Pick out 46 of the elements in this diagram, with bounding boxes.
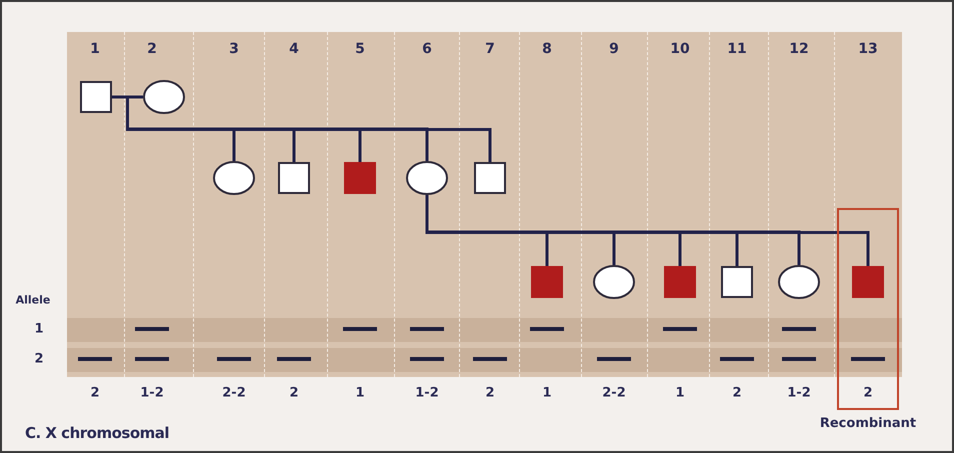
column-number: 2 (147, 41, 157, 57)
column-number: 8 (542, 41, 552, 57)
filled-square-symbol (531, 266, 563, 298)
column-number: 1 (90, 41, 100, 57)
genotype-label: 1-2 (140, 386, 164, 400)
column-number: 6 (422, 41, 432, 57)
column-number: 7 (485, 41, 495, 57)
genotype-label: 1 (355, 386, 365, 400)
column-number: 13 (858, 41, 878, 57)
genotype-label: 2 (732, 386, 742, 400)
square-symbol (721, 266, 753, 298)
allele-number: 1 (34, 322, 44, 336)
genotype-label: 2 (863, 386, 873, 400)
column-number: 12 (789, 41, 809, 57)
square-symbol (474, 162, 506, 194)
genotype-label: 2 (485, 386, 495, 400)
circle-symbol (406, 161, 448, 195)
allele-number: 2 (34, 352, 44, 366)
genotype-label: 2 (90, 386, 100, 400)
genotype-label: 1-2 (787, 386, 811, 400)
column-number: 11 (727, 41, 747, 57)
frame-caption: Recombinant (820, 416, 916, 431)
filled-square-symbol (344, 162, 376, 194)
filled-square-symbol (664, 266, 696, 298)
column-number: 9 (609, 41, 619, 57)
column-number: 3 (229, 41, 239, 57)
circle-symbol (593, 265, 635, 299)
column-number: 4 (289, 41, 299, 57)
column-number: 5 (355, 41, 365, 57)
genotype-label: 2-2 (602, 386, 626, 400)
circle-symbol (778, 265, 820, 299)
genotype-label: 2-2 (222, 386, 246, 400)
square-symbol (80, 81, 112, 113)
genotype-label: 2 (289, 386, 299, 400)
circle-symbol (213, 161, 255, 195)
square-symbol (278, 162, 310, 194)
pedigree-line (126, 97, 492, 162)
panel-caption: C. X chromosomal (24, 424, 170, 442)
circle-symbol (143, 80, 185, 114)
genotype-label: 1-2 (415, 386, 439, 400)
row-heading: Allele (16, 294, 50, 306)
genotype-label: 1 (542, 386, 552, 400)
pedigree-line (112, 96, 143, 98)
genotype-label: 1 (675, 386, 685, 400)
filled-square-symbol (852, 266, 884, 298)
column-number: 10 (670, 41, 690, 57)
